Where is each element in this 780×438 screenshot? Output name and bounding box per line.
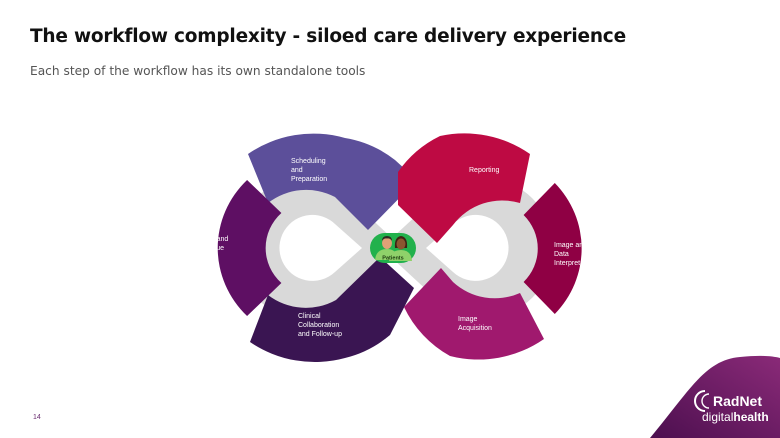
- label-acquisition: Image Acquisition: [458, 316, 492, 332]
- patients-label: Patients: [382, 256, 403, 262]
- label-billing: Billing and Revenue Cycle: [196, 236, 230, 261]
- page-title: The workflow complexity - siloed care de…: [30, 26, 626, 47]
- segment-reporting[interactable]: [398, 133, 530, 243]
- label-reporting: Reporting: [469, 167, 499, 174]
- segment-interpretation[interactable]: [523, 183, 582, 314]
- label-interpretation: Image and Data Interpretation: [554, 242, 595, 267]
- patients-badge[interactable]: Patients: [370, 233, 416, 263]
- label-scheduling: Scheduling and Preparation: [291, 158, 328, 183]
- segment-clinical[interactable]: [250, 257, 414, 363]
- brand-sub: digitalhealth: [702, 410, 769, 424]
- patient-icon: [375, 236, 412, 261]
- segment-billing[interactable]: [217, 180, 282, 316]
- label-clinical: Clinical Collaboration and Follow-up: [298, 313, 342, 338]
- segment-scheduling[interactable]: [248, 133, 417, 230]
- segment-acquisition[interactable]: [404, 268, 544, 360]
- brand-corner: RadNet digitalhealth: [650, 355, 780, 438]
- radnet-logo: RadNet digitalhealth: [694, 390, 769, 424]
- page-subtitle: Each step of the workflow has its own st…: [30, 64, 366, 78]
- page-number: 14: [33, 414, 41, 421]
- brand-name: RadNet: [713, 393, 762, 409]
